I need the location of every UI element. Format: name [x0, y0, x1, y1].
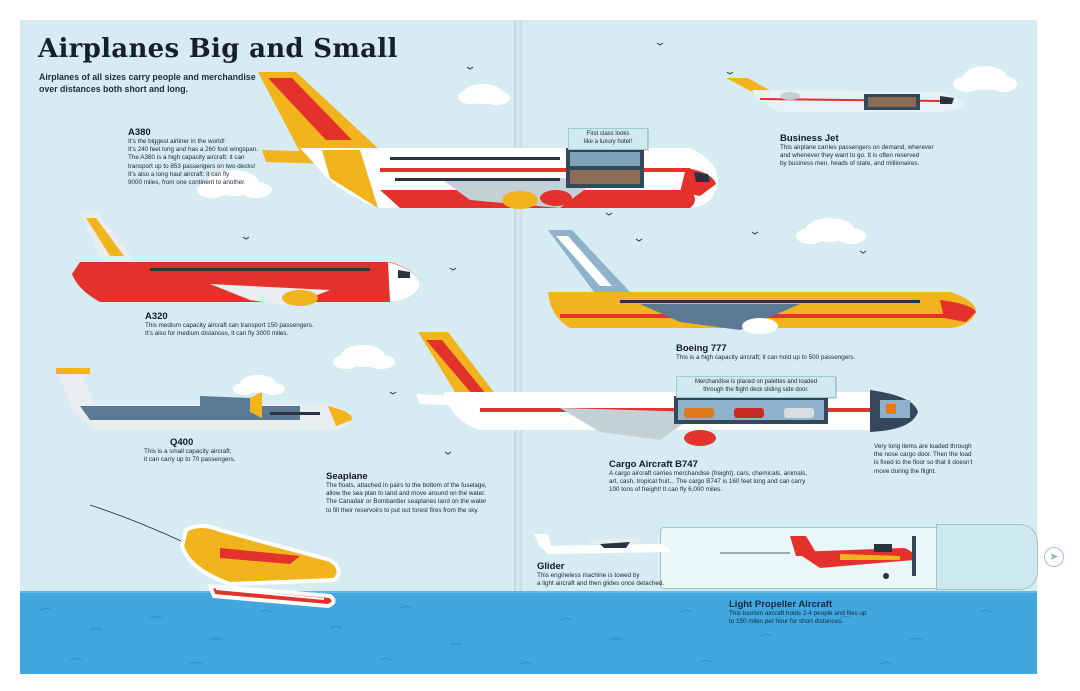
cloud-icon [197, 170, 272, 198]
a380-callout: First class looks like a luxury hotel! [568, 128, 648, 150]
seaplane-illustration [89, 504, 341, 609]
glider-title: Glider [537, 561, 565, 572]
boeing-777-description: This is a high capacity aircraft; it can… [676, 354, 856, 361]
cargo-b747-illustration [416, 332, 918, 446]
cargo-b747-title: Cargo Aircraft B747 [609, 459, 698, 470]
a380-description: It's the biggest airliner in the world! … [128, 138, 259, 186]
cloud-icon [458, 84, 510, 105]
business-jet-description: This airplane carries passengers on dema… [780, 144, 934, 168]
pull-tab[interactable] [936, 524, 1038, 590]
cloud-icon [953, 66, 1017, 92]
cloud-icon [233, 375, 285, 395]
sea-horizon [20, 591, 1037, 593]
q400-title: Q400 [170, 437, 194, 448]
a320-title: A320 [145, 311, 168, 322]
cloud-icon [796, 218, 866, 244]
light-propeller-title: Light Propeller Aircraft [729, 599, 833, 610]
a320-illustration [72, 212, 420, 306]
glider-description: This engineless machine is towed by a li… [537, 572, 665, 588]
page-title: Airplanes Big and Small [38, 34, 398, 64]
q400-description: This is a small capacity aircraft; it ca… [144, 448, 236, 464]
boeing-777-title: Boeing 777 [676, 343, 727, 354]
arrow-right-icon[interactable]: ➤ [1044, 547, 1064, 567]
page-subtitle: Airplanes of all sizes carry people and … [39, 72, 256, 94]
sea [20, 591, 1037, 674]
cargo-callout: Merchandise is placed on palettes and lo… [676, 376, 836, 398]
seaplane-description: The floats, attached in pairs to the bot… [326, 482, 487, 514]
a320-description: This medium capacity aircraft can transp… [145, 322, 314, 338]
cargo-side-note: Very long items are loaded through the n… [874, 443, 973, 475]
q400-illustration [56, 368, 353, 430]
light-propeller-description: This tourism aircraft holds 2-4 people a… [729, 610, 867, 626]
glider-illustration [534, 534, 671, 554]
car-cargo [684, 408, 814, 418]
cloud-icon [333, 345, 395, 369]
business-jet-illustration [726, 78, 966, 112]
sea-ripples [39, 606, 993, 665]
seaplane-title: Seaplane [326, 471, 368, 482]
cargo-b747-description: A cargo aircraft carries merchandise (fr… [609, 470, 808, 494]
book-spine [514, 20, 522, 674]
business-jet-title: Business Jet [780, 133, 839, 144]
boeing-777-illustration [548, 230, 976, 334]
a380-illustration [258, 72, 718, 209]
light-propeller-illustration [720, 536, 916, 579]
bird-icon [242, 42, 867, 455]
a380-title: A380 [128, 127, 151, 138]
